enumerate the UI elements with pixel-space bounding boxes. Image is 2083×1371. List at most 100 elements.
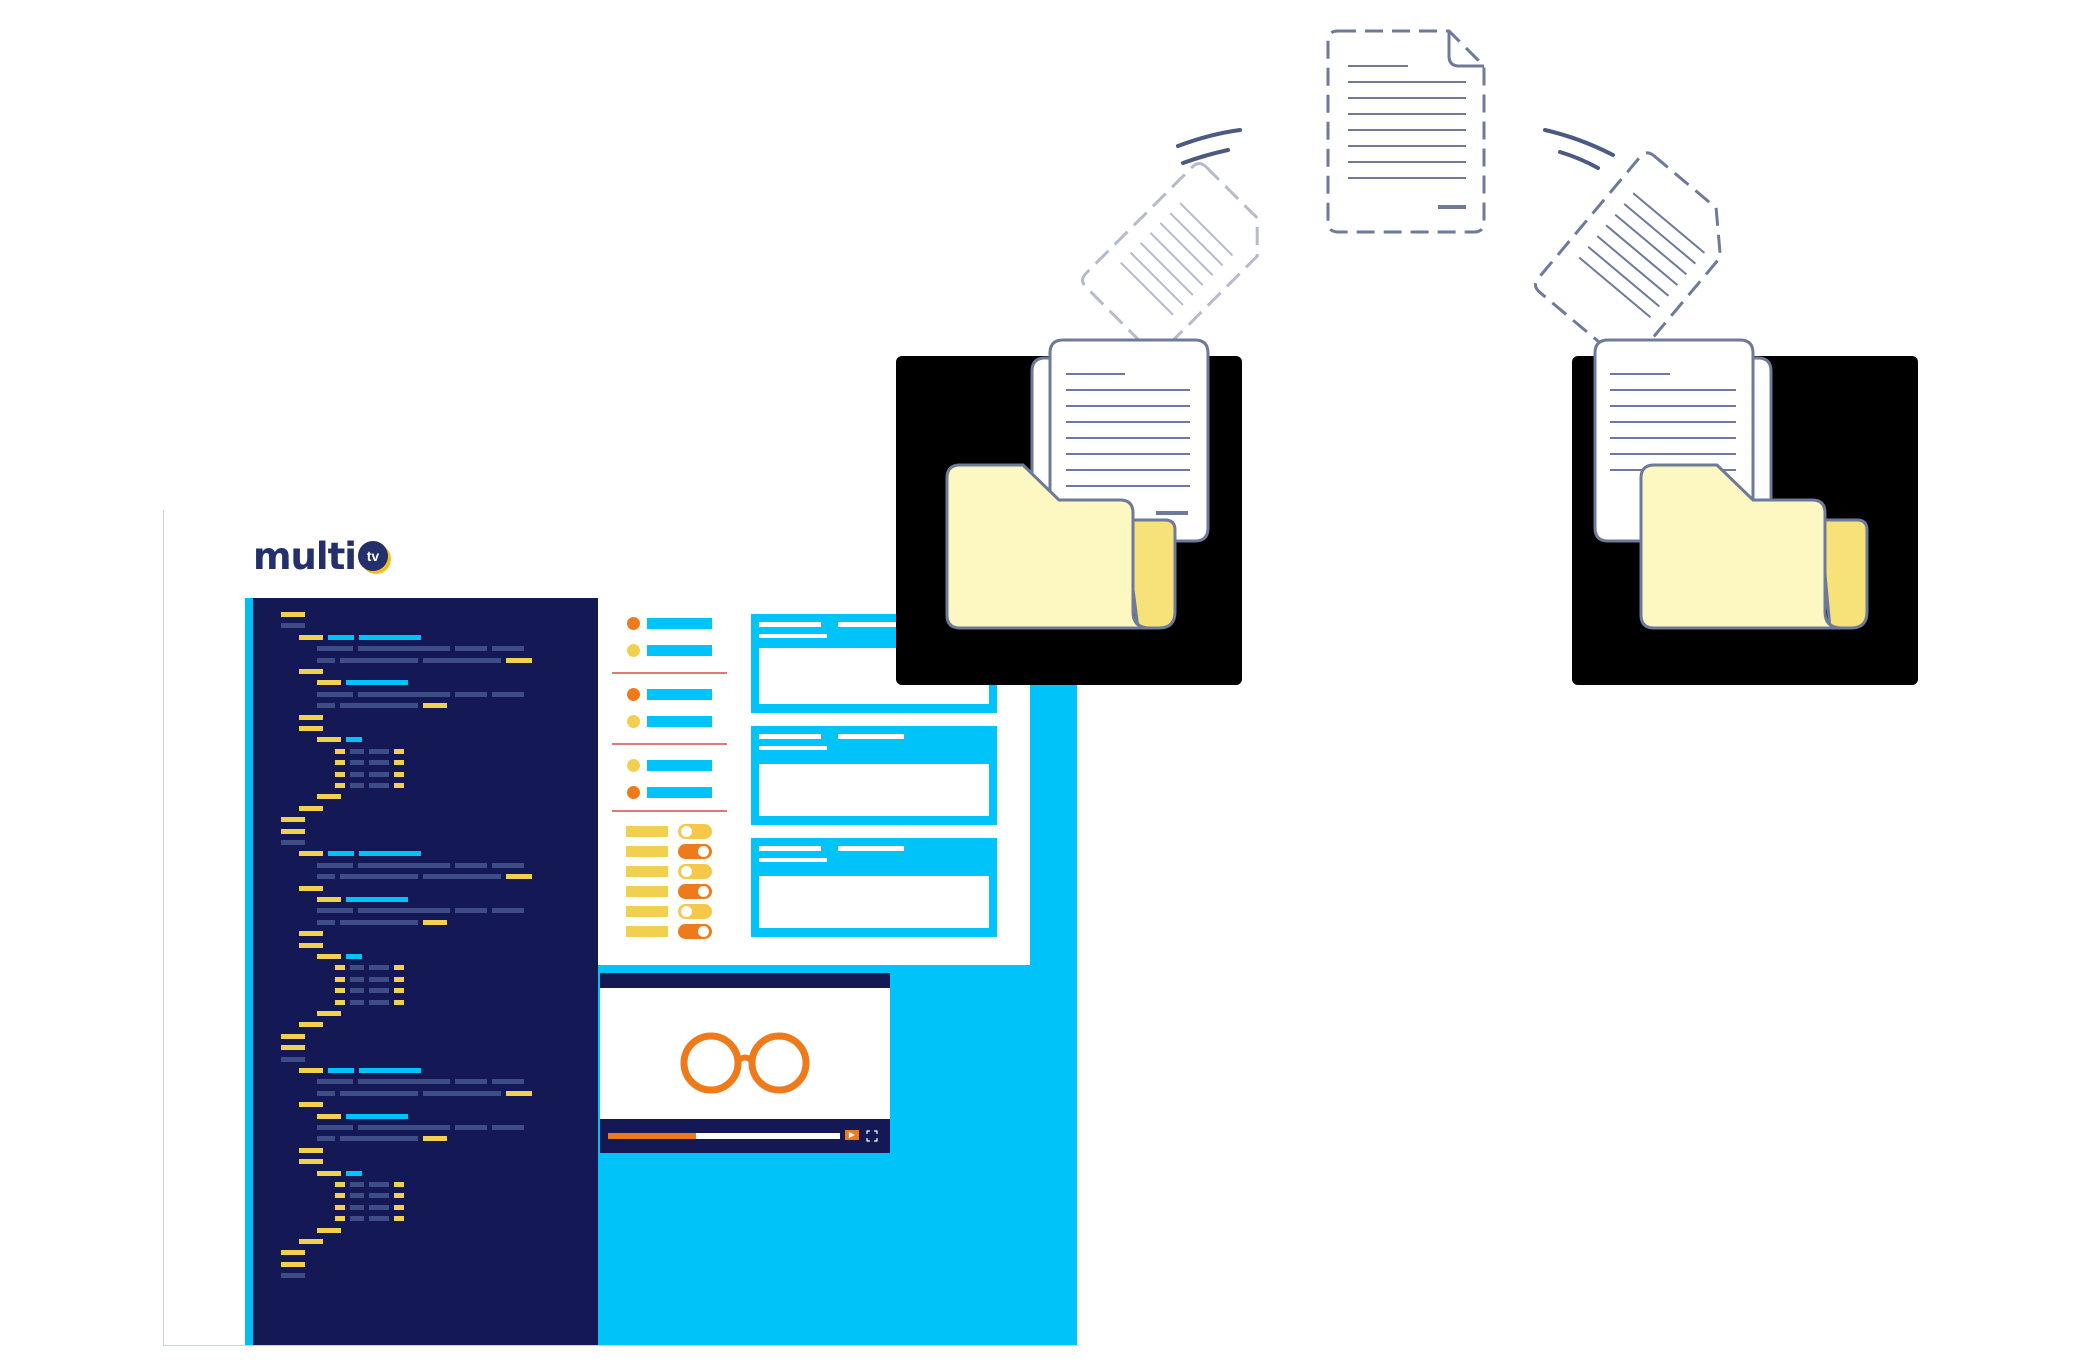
- code-token: [317, 1113, 341, 1119]
- content-card[interactable]: [751, 726, 997, 825]
- code-token: [317, 703, 335, 709]
- code-token: [317, 691, 353, 697]
- code-token: [317, 1136, 335, 1142]
- code-token: [317, 1079, 353, 1085]
- code-token: [350, 965, 364, 971]
- setting-toggle[interactable]: [678, 824, 712, 839]
- flying-document-top-icon: [1326, 29, 1486, 234]
- code-token: [423, 703, 447, 709]
- code-token: [346, 1170, 362, 1176]
- code-token: [317, 908, 353, 914]
- status-dot-yellow: [627, 715, 640, 728]
- window-frame: [163, 510, 1079, 1346]
- code-token: [423, 919, 447, 925]
- card-title-bar: [838, 622, 904, 627]
- group-divider: [612, 743, 727, 745]
- flying-document-left-icon: [1081, 162, 1259, 356]
- code-token: [299, 669, 323, 674]
- setting-label-bar: [647, 760, 712, 771]
- card-title-bar: [838, 734, 904, 739]
- code-token: [455, 1079, 487, 1085]
- card-body: [759, 876, 989, 928]
- code-token: [350, 771, 364, 777]
- code-token: [455, 691, 487, 697]
- code-token: [394, 760, 404, 766]
- code-token: [281, 1273, 305, 1279]
- code-token: [328, 634, 354, 640]
- setting-row-label: [626, 866, 668, 877]
- code-token: [492, 1125, 524, 1130]
- code-token: [335, 999, 345, 1005]
- code-token: [346, 737, 362, 743]
- code-token: [317, 919, 335, 925]
- code-token: [394, 999, 404, 1005]
- code-token: [299, 805, 323, 811]
- source-folder-icon: [945, 338, 1210, 630]
- fullscreen-icon[interactable]: [866, 1130, 878, 1142]
- code-token: [317, 657, 335, 663]
- code-token: [369, 1182, 389, 1187]
- group-divider: [612, 810, 727, 812]
- code-token: [492, 862, 524, 868]
- card-body: [759, 764, 989, 816]
- code-token: [455, 1125, 487, 1130]
- logo-wordmark: multi: [253, 534, 357, 578]
- code-token: [359, 634, 421, 640]
- card-title-bar: [759, 846, 821, 851]
- code-token: [394, 1193, 404, 1199]
- setting-toggle[interactable]: [678, 844, 712, 859]
- code-token: [506, 657, 532, 663]
- code-token: [350, 1182, 364, 1187]
- setting-toggle[interactable]: [678, 904, 712, 919]
- code-token: [281, 828, 305, 834]
- code-token: [394, 748, 404, 754]
- code-token: [369, 771, 389, 777]
- code-token: [369, 760, 389, 766]
- code-token: [359, 851, 421, 857]
- code-token: [281, 840, 305, 845]
- code-token: [317, 874, 335, 880]
- video-player[interactable]: ▶: [600, 973, 890, 1153]
- setting-row-label: [626, 886, 668, 897]
- code-token: [394, 1182, 404, 1187]
- card-title-bar: [759, 734, 821, 739]
- content-card[interactable]: [751, 838, 997, 937]
- code-token: [340, 874, 418, 880]
- code-token: [358, 1125, 450, 1130]
- code-token: [281, 612, 305, 617]
- code-token: [423, 874, 501, 880]
- code-token: [299, 942, 323, 948]
- code-token: [346, 680, 408, 686]
- play-icon[interactable]: ▶: [845, 1130, 859, 1140]
- video-progress-bar[interactable]: [608, 1133, 840, 1139]
- setting-label-bar: [647, 645, 712, 656]
- code-token: [394, 988, 404, 994]
- code-token: [492, 691, 524, 697]
- video-screen[interactable]: [600, 988, 890, 1119]
- code-token: [340, 1136, 418, 1142]
- code-token: [299, 1022, 323, 1028]
- code-token: [492, 908, 524, 914]
- destination-folder-icon: [1593, 338, 1869, 630]
- code-token: [455, 646, 487, 652]
- glasses-icon: [680, 1032, 810, 1094]
- setting-toggle[interactable]: [678, 864, 712, 879]
- code-token: [299, 1147, 323, 1153]
- setting-row-label: [626, 826, 668, 837]
- setting-toggle[interactable]: [678, 884, 712, 899]
- status-dot-orange: [627, 617, 640, 630]
- code-token: [350, 976, 364, 982]
- code-token: [299, 885, 323, 891]
- code-token: [359, 1068, 421, 1073]
- card-title-bar: [759, 622, 821, 627]
- code-token: [358, 908, 450, 914]
- setting-row-label: [626, 926, 668, 937]
- code-token: [299, 1102, 323, 1108]
- setting-label-bar: [647, 716, 712, 727]
- code-token: [369, 999, 389, 1005]
- code-token: [394, 976, 404, 982]
- code-token: [394, 771, 404, 777]
- code-token: [346, 1113, 408, 1119]
- setting-toggle[interactable]: [678, 924, 712, 939]
- code-token: [350, 988, 364, 994]
